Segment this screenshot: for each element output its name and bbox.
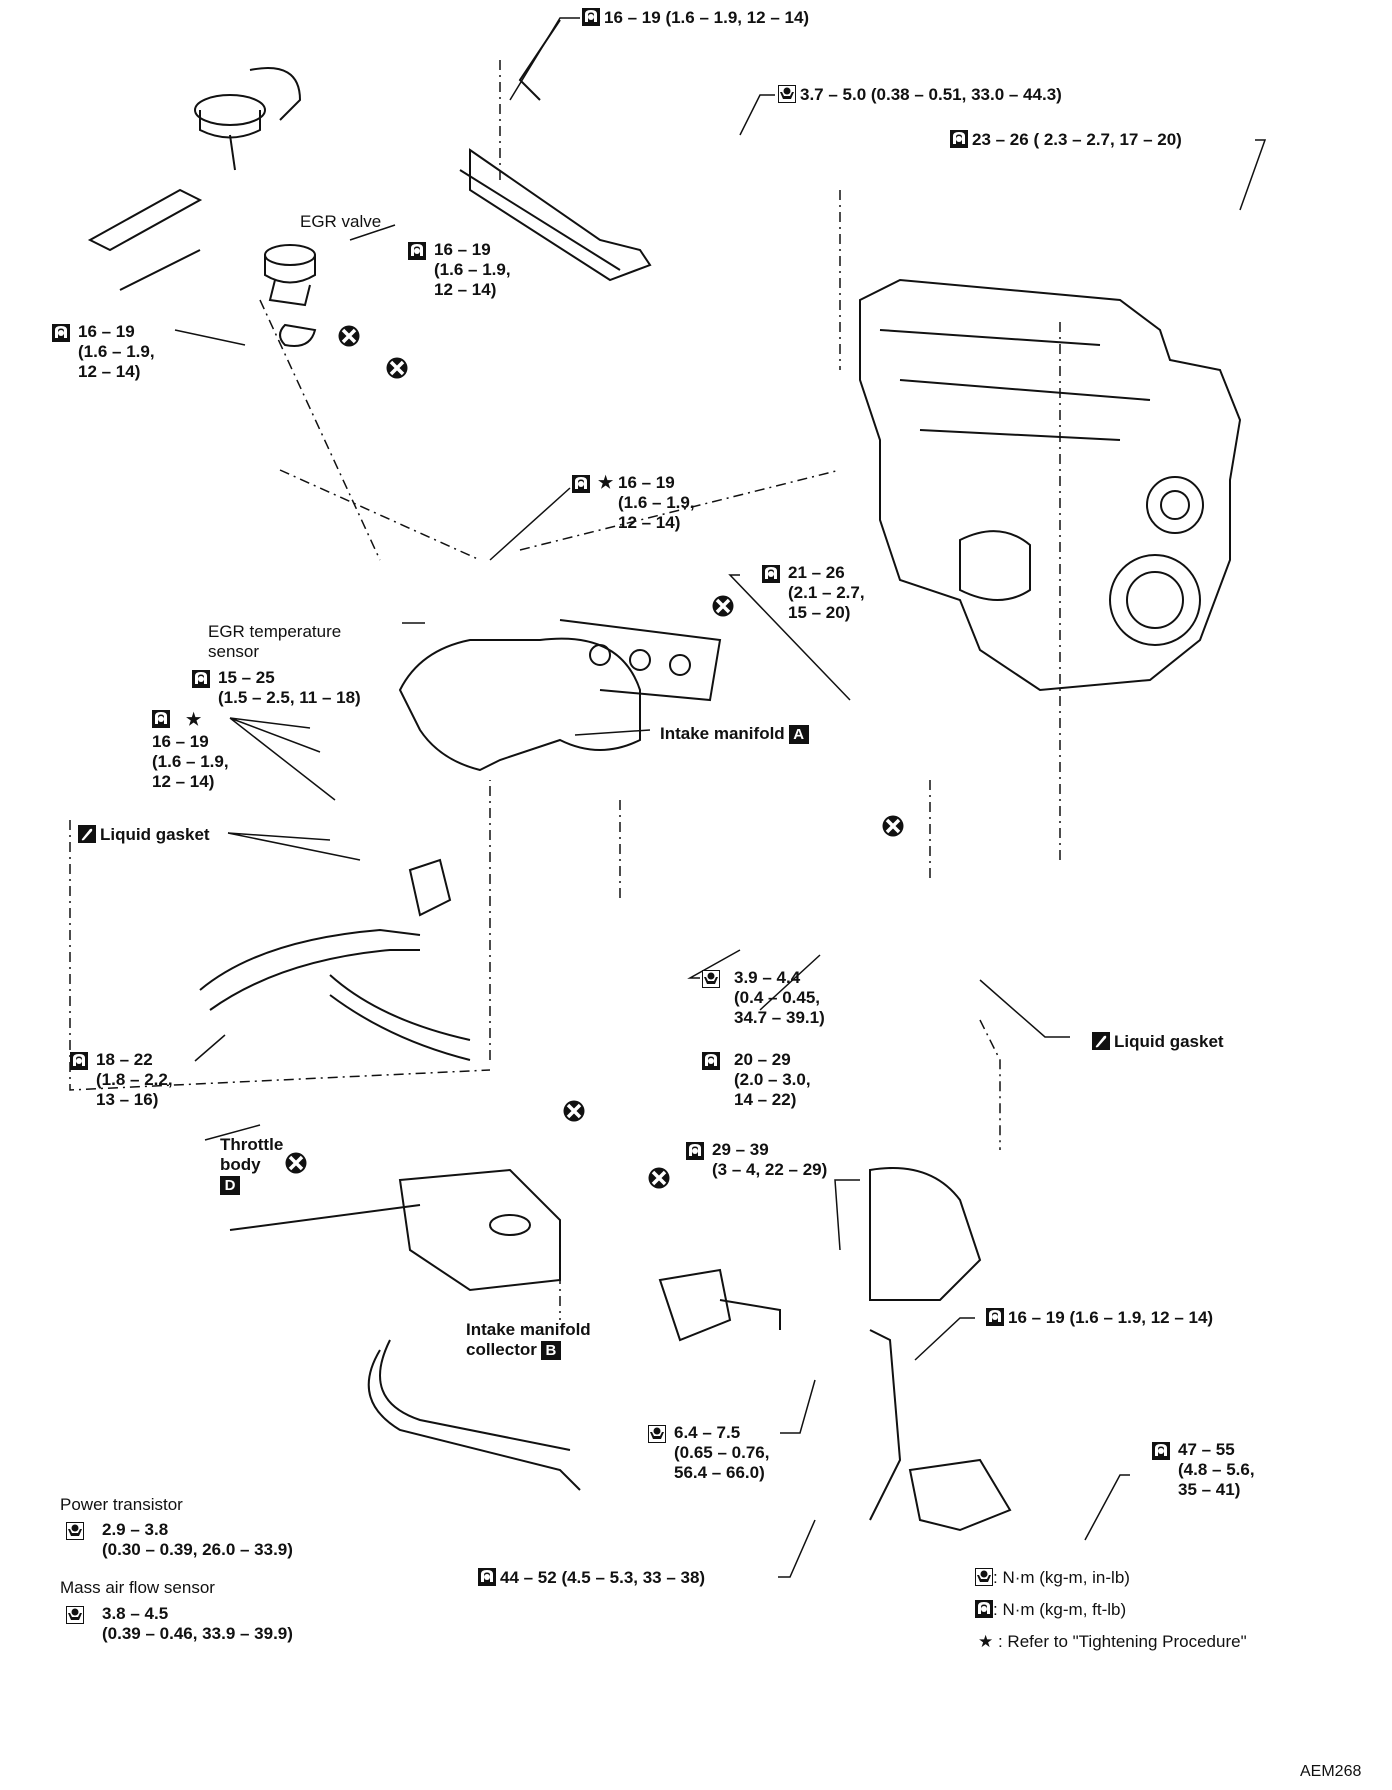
vacuum-parts — [87, 67, 302, 291]
open-wrench-ft-lb-icon — [975, 1600, 993, 1618]
socket-wrench-in-lb-icon — [702, 970, 720, 988]
do-not-reuse-icon — [285, 1152, 307, 1174]
maf-sensor-torque: 3.8 – 4.5 (0.39 – 0.46, 33.9 – 39.9) — [66, 1604, 293, 1644]
torque-label: 18 – 22 (1.8 – 2.2, 13 – 16) — [70, 1050, 173, 1110]
open-wrench-ft-lb-icon — [1152, 1442, 1170, 1460]
engine-block — [859, 278, 1242, 692]
torque-label: 16 – 19 (1.6 – 1.9, 12 – 14) — [582, 8, 809, 28]
open-wrench-ft-lb-icon — [192, 670, 210, 688]
torque-label: ★16 – 19 (1.6 – 1.9, 12 – 14) — [152, 710, 229, 791]
open-wrench-ft-lb-icon — [686, 1142, 704, 1160]
tag-b: B — [540, 1341, 561, 1360]
diagram-code: AEM268 — [1300, 1763, 1362, 1780]
liquid-gasket-icon — [1092, 1032, 1110, 1050]
tag-d: D — [220, 1176, 240, 1195]
power-transistor-title: Power transistor — [60, 1495, 183, 1514]
do-not-reuse-icon — [338, 325, 360, 347]
open-wrench-ft-lb-icon — [572, 475, 590, 493]
torque-label: 16 – 19 (1.6 – 1.9, 12 – 14) — [408, 240, 511, 300]
do-not-reuse-icon — [882, 815, 904, 837]
coolant-pipe-drawing — [199, 858, 471, 1061]
open-wrench-ft-lb-icon — [702, 1052, 720, 1070]
do-not-reuse-icon — [563, 1100, 585, 1122]
torque-label: 16 – 19 (1.6 – 1.9, 12 – 14) — [52, 322, 155, 382]
open-wrench-ft-lb-icon — [950, 130, 968, 148]
iacv-drawing — [658, 1268, 781, 1342]
socket-wrench-in-lb-icon — [66, 1606, 84, 1624]
torque-label: 20 – 29 (2.0 – 3.0, 14 – 22) — [702, 1050, 811, 1110]
open-wrench-ft-lb-icon — [70, 1052, 88, 1070]
open-wrench-ft-lb-icon — [408, 242, 426, 260]
socket-wrench-in-lb-icon — [648, 1425, 666, 1443]
torque-label: 3.9 – 4.4 (0.4 – 0.45, 34.7 – 39.1) — [702, 968, 825, 1028]
torque-label: 6.4 – 7.5 (0.65 – 0.76, 56.4 – 66.0) — [648, 1423, 769, 1483]
star-icon: ★ — [186, 710, 202, 729]
egr-valve-label: EGR valve — [300, 212, 382, 231]
legend-item-ft-lb: : N·m (kg-m, ft-lb) — [975, 1600, 1126, 1620]
air-hose-drawing — [367, 1339, 581, 1491]
torque-label: 47 – 55 (4.8 – 5.6, 35 – 41) — [1152, 1440, 1255, 1500]
torque-label: 3.7 – 5.0 (0.38 – 0.51, 33.0 – 44.3) — [778, 85, 1062, 105]
do-not-reuse-icon — [648, 1167, 670, 1189]
star-icon: ★ — [978, 1632, 994, 1651]
maf-sensor-title: Mass air flow sensor — [60, 1578, 215, 1597]
tag-a: A — [788, 725, 809, 744]
torque-label: ★16 – 19 (1.6 – 1.9, 12 – 14) — [572, 473, 695, 533]
socket-wrench-in-lb-icon — [66, 1522, 84, 1540]
torque-label: 23 – 26 ( 2.3 – 2.7, 17 – 20) — [950, 130, 1182, 150]
open-wrench-ft-lb-icon — [52, 324, 70, 342]
torque-label: 15 – 25 (1.5 – 2.5, 11 – 18) — [192, 668, 361, 708]
liquid-gasket-label: Liquid gasket — [1092, 1032, 1224, 1052]
torque-label: 44 – 52 (4.5 – 5.3, 33 – 38) — [478, 1568, 705, 1588]
star-icon: ★ — [598, 473, 614, 492]
open-wrench-ft-lb-icon — [762, 565, 780, 583]
bracket-drawing — [869, 1167, 1012, 1532]
socket-wrench-in-lb-icon — [975, 1568, 993, 1586]
egr-temperature-sensor-label: EGR temperature sensor — [208, 622, 342, 661]
legend-item-star: ★ : Refer to "Tightening Procedure" — [978, 1632, 1247, 1651]
open-wrench-ft-lb-icon — [986, 1308, 1004, 1326]
do-not-reuse-icon — [712, 595, 734, 617]
torque-label: 21 – 26 (2.1 – 2.7, 15 – 20) — [762, 563, 865, 623]
liquid-gasket-icon — [78, 825, 96, 843]
do-not-reuse-icon — [386, 357, 408, 379]
open-wrench-ft-lb-icon — [152, 710, 170, 728]
legend-item-in-lb: : N·m (kg-m, in-lb) — [975, 1568, 1130, 1588]
egr-valve-drawing — [264, 244, 317, 347]
open-wrench-ft-lb-icon — [582, 8, 600, 26]
intake-manifold-drawing — [398, 619, 722, 772]
liquid-gasket-label: Liquid gasket — [78, 825, 210, 845]
socket-wrench-in-lb-icon — [778, 85, 796, 103]
torque-label: 29 – 39 (3 – 4, 22 – 29) — [686, 1140, 827, 1180]
power-transistor-torque: 2.9 – 3.8 (0.30 – 0.39, 26.0 – 33.9) — [66, 1520, 293, 1560]
torque-label: 16 – 19 (1.6 – 1.9, 12 – 14) — [986, 1308, 1213, 1328]
open-wrench-ft-lb-icon — [478, 1568, 496, 1586]
